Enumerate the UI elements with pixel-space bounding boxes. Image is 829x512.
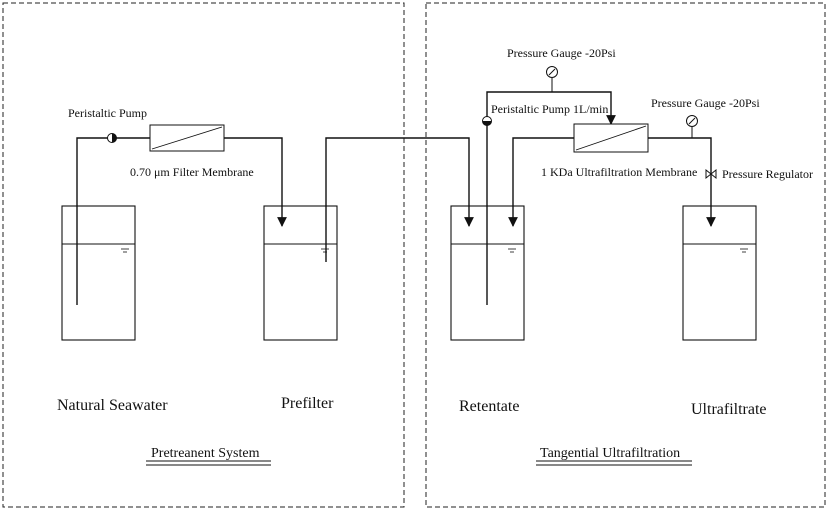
prefilter-tank <box>263 205 338 341</box>
pressure-gauge-top-label: Pressure Gauge -20Psi <box>507 46 616 60</box>
retentate-circulation-pipe <box>486 91 616 305</box>
ultrafiltrate-label: Ultrafiltrate <box>691 401 767 418</box>
prefilter-feed-pipe <box>224 137 287 227</box>
peristaltic-pump-2-label: Peristaltic Pump 1L/min <box>491 102 608 116</box>
retentate-return-pipe <box>508 137 574 227</box>
prefilter-to-retentate-pipe <box>325 137 474 262</box>
pretreatment-section-box <box>2 2 405 508</box>
filter-membrane-icon <box>149 124 225 152</box>
prefilter-label: Prefilter <box>281 395 334 412</box>
retentate-label: Retentate <box>459 398 519 415</box>
natural-seawater-tank <box>61 205 136 341</box>
seawater-intake-pipe <box>76 137 150 305</box>
permeate-pipe <box>648 137 716 227</box>
natural-seawater-label: Natural Seawater <box>57 397 168 414</box>
peristaltic-pump-label: Peristaltic Pump <box>68 106 147 120</box>
filter-membrane-label: 0.70 μm Filter Membrane <box>130 165 254 179</box>
pressure-gauge-right-icon <box>686 115 698 138</box>
pressure-regulator-label: Pressure Regulator <box>722 167 813 181</box>
ultrafiltrate-tank <box>682 205 757 341</box>
pressure-regulator-icon <box>705 168 717 180</box>
peristaltic-pump-icon <box>107 133 117 143</box>
uf-membrane-label: 1 KDa Ultrafiltration Membrane <box>541 165 697 179</box>
peristaltic-pump-2-icon <box>482 116 492 126</box>
ultrafiltration-section-box <box>425 2 826 508</box>
pressure-gauge-top-icon <box>546 66 558 92</box>
uf-membrane-icon <box>573 123 649 153</box>
ultrafiltration-title: Tangential Ultrafiltration <box>540 446 680 461</box>
pretreatment-title: Pretreanent System <box>151 446 260 461</box>
pressure-gauge-right-label: Pressure Gauge -20Psi <box>651 96 760 110</box>
